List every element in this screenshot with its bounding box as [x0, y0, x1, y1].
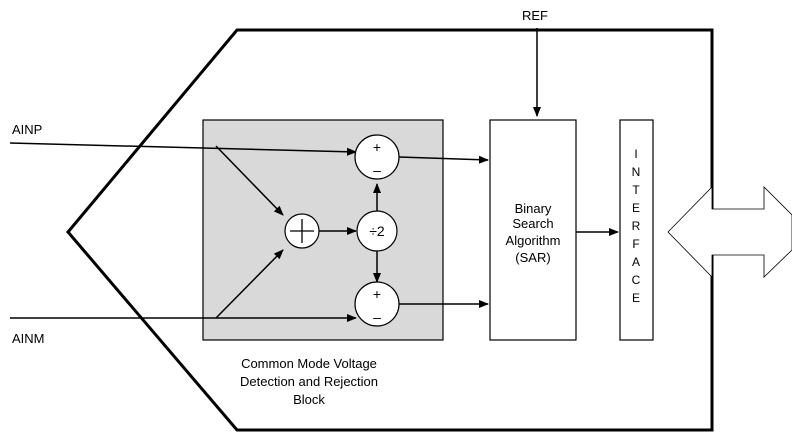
top-sub-to-sar-wire — [398, 155, 489, 164]
bottom-sub-minus: – — [373, 309, 381, 325]
interface-letter: N — [632, 165, 641, 179]
ref-label: REF — [522, 8, 548, 23]
sar-line2: Search — [512, 216, 553, 231]
interface-letter: R — [632, 219, 641, 233]
bidirectional-arrow — [667, 186, 792, 278]
divide-label: ÷2 — [369, 223, 385, 239]
cmv-caption-line1: Common Mode Voltage — [241, 356, 377, 371]
sar-line4: (SAR) — [515, 250, 550, 265]
interface-letter: T — [632, 183, 640, 197]
ainp-label: AINP — [12, 122, 42, 137]
cmv-block — [202, 119, 444, 341]
interface-letter: A — [632, 255, 640, 269]
interface-label: I N T E R F A C E — [632, 147, 641, 305]
interface-letter: F — [632, 237, 639, 251]
top-sub-minus: – — [373, 162, 381, 178]
interface-letter: I — [634, 147, 637, 161]
sar-line3: Algorithm — [506, 233, 561, 248]
device-outline — [66, 28, 714, 432]
sar-box — [489, 119, 577, 341]
bottom-sub-plus: + — [373, 286, 381, 302]
cmv-caption-line2: Detection and Rejection — [240, 374, 378, 389]
ainm-to-sum-wire — [215, 249, 284, 319]
ainp-to-sum-wire — [215, 145, 284, 216]
interface-letter: E — [632, 201, 640, 215]
cmv-caption-line3: Block — [293, 392, 325, 407]
interface-letter: E — [632, 291, 640, 305]
top-sub-plus: + — [373, 139, 381, 155]
sar-line1: Binary — [515, 201, 552, 216]
ainm-label: AINM — [12, 331, 45, 346]
interface-letter: C — [632, 273, 641, 287]
ainp-wire — [9, 142, 357, 156]
interface-box — [619, 119, 654, 341]
